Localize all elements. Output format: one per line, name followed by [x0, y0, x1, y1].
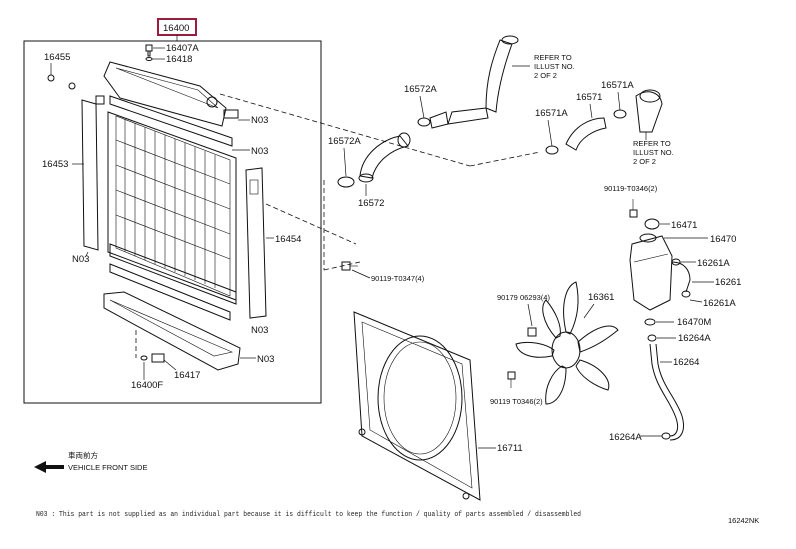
refer-note-b-line2: ILLUST NO. — [633, 148, 674, 157]
callout-16261A-top[interactable]: 16261A — [697, 258, 730, 269]
reservoir-cap — [644, 218, 660, 230]
radiator-upper-hose — [337, 132, 411, 188]
radiator-upper-tank — [103, 61, 239, 127]
reservoir-bracket-16470M — [644, 318, 656, 326]
callout-16455[interactable]: 16455 — [44, 52, 70, 63]
callout-n03-upper-tank[interactable]: N03 — [251, 115, 268, 126]
upper-hose-clamp-top — [417, 111, 449, 129]
refer-note-b-line1: REFER TO — [633, 139, 671, 148]
callout-16400F[interactable]: 16400F — [131, 380, 163, 391]
radiator-lower-tray — [103, 291, 241, 371]
radiator-cap-parts — [145, 44, 165, 61]
footnote: N03 : This part is not supplied as an in… — [36, 511, 581, 519]
callout-16572[interactable]: 16572 — [358, 198, 384, 209]
callout-n03-lower[interactable]: N03 — [257, 354, 274, 365]
callout-16572A-mid[interactable]: 16572A — [328, 136, 361, 147]
callout-16264A-bot[interactable]: 16264A — [609, 432, 642, 443]
right-side-bracket — [245, 167, 267, 319]
callout-n03-upper-seal[interactable]: N03 — [251, 146, 268, 157]
refer-note-a-line1: REFER TO — [534, 53, 572, 62]
refer-note-b-line3: 2 OF 2 — [633, 157, 656, 166]
callout-16361[interactable]: 16361 — [588, 292, 614, 303]
callout-16571A-mid[interactable]: 16571A — [535, 108, 568, 119]
fan-nuts-90179 — [527, 327, 537, 337]
bolt-90119-T0346-bottom — [507, 371, 516, 388]
radiator-assembly-frame — [23, 40, 322, 404]
reservoir-tank — [629, 233, 673, 311]
direction-english: VEHICLE FRONT SIDE — [68, 463, 147, 472]
callout-16471[interactable]: 16471 — [671, 220, 697, 231]
callout-16711[interactable]: 16711 — [497, 443, 523, 454]
cooling-fan — [515, 281, 619, 405]
reservoir-hose — [671, 258, 691, 298]
upper-seal-strip — [109, 95, 233, 147]
callout-90119-T0346-top[interactable]: 90119-T0346(2) — [604, 184, 658, 193]
upper-water-pipe — [447, 35, 519, 125]
callout-16572A-top[interactable]: 16572A — [404, 84, 437, 95]
bolt-90119-T0346-top — [629, 199, 638, 218]
callout-16400[interactable]: 16400 — [163, 23, 189, 34]
overflow-hose-clamp — [647, 334, 657, 342]
vehicle-front-arrow-icon — [34, 461, 64, 473]
callout-16571A-top[interactable]: 16571A — [601, 80, 634, 91]
callout-90119-T0346-bottom[interactable]: 90119 T0346(2) — [490, 397, 543, 406]
bolt-90119-T0347 — [341, 261, 358, 271]
callout-16453[interactable]: 16453 — [42, 159, 68, 170]
direction-japanese: 車両前方 — [68, 450, 98, 460]
radiator-core — [107, 111, 237, 301]
callout-16417[interactable]: 16417 — [174, 370, 200, 381]
fan-shroud — [353, 311, 481, 501]
callout-16264A-top[interactable]: 16264A — [678, 333, 711, 344]
callout-90179-06293[interactable]: 90179 06293(4) — [497, 293, 550, 302]
radiator-lower-tank — [109, 243, 237, 321]
refer-note-a-line2: ILLUST NO. — [534, 62, 575, 71]
refer-note-a-line3: 2 OF 2 — [534, 71, 557, 80]
callout-16261A-bot[interactable]: 16261A — [703, 298, 736, 309]
callout-16418[interactable]: 16418 — [166, 54, 192, 65]
callout-16264[interactable]: 16264 — [673, 357, 699, 368]
callout-16571[interactable]: 16571 — [576, 92, 602, 103]
callout-16454[interactable]: 16454 — [275, 234, 301, 245]
diagram-code: 16242NK — [728, 516, 759, 525]
callout-90119-T0347[interactable]: 90119-T0347(4) — [371, 274, 425, 283]
callout-n03-left[interactable]: N03 — [72, 254, 89, 265]
callout-16470[interactable]: 16470 — [710, 234, 736, 245]
callout-n03-right[interactable]: N03 — [251, 325, 268, 336]
callout-16407A[interactable]: 16407A — [166, 43, 199, 54]
callout-16261[interactable]: 16261 — [715, 277, 741, 288]
callout-16470M[interactable]: 16470M — [677, 317, 711, 328]
